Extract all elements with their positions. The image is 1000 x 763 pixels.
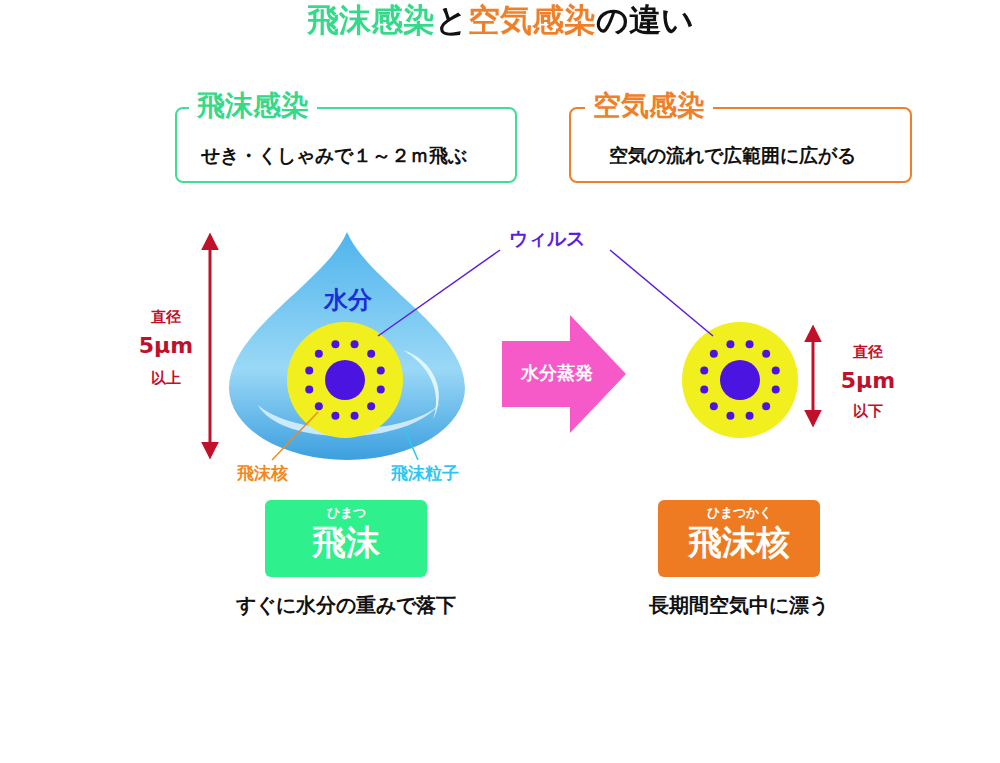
drop-outline xyxy=(228,230,468,462)
virus-dot xyxy=(700,366,708,374)
virus-dot xyxy=(315,350,323,358)
virus-dot xyxy=(305,386,313,394)
virus-label: ウィルス xyxy=(509,227,585,250)
virus-dot xyxy=(351,340,359,348)
node-text: 水分蒸発 xyxy=(502,362,612,384)
droplet-highlight xyxy=(403,350,439,420)
virus-dot xyxy=(331,412,339,420)
term-box: ひまつかく飛沫核 xyxy=(658,500,820,577)
virus-dot xyxy=(305,366,313,374)
leader-line xyxy=(404,428,418,460)
dimension-label: 直径 xyxy=(853,343,883,361)
leader-line xyxy=(610,250,713,336)
dimension-value: 5μm xyxy=(139,333,193,359)
dimension-arrow xyxy=(812,328,815,424)
nucleus-circle xyxy=(287,322,403,438)
description-text: すぐに水分の重みで落下 xyxy=(236,593,456,617)
virus-particle xyxy=(287,322,403,438)
node-heading: 飛沫感染 xyxy=(189,89,317,123)
infection-type-box: 飛沫感染せき・くしゃみで１～２ｍ飛ぶ xyxy=(175,107,517,183)
node-heading: 空気感染 xyxy=(585,89,713,123)
nucleus-circle xyxy=(682,322,798,438)
description-text: 長期間空気中に漂う xyxy=(649,593,829,617)
node-text: 飛沫核 xyxy=(658,522,820,563)
virus-dot xyxy=(772,366,780,374)
node-text: 飛沫 xyxy=(265,522,427,563)
virus-dot xyxy=(726,340,734,348)
node-text: せき・くしゃみで１～２ｍ飛ぶ xyxy=(201,144,467,167)
dimension-arrow xyxy=(209,236,212,456)
arrow-body xyxy=(502,315,626,433)
virus-dot xyxy=(772,386,780,394)
virus-dot xyxy=(367,402,375,410)
virus-dot xyxy=(762,350,770,358)
virus-dot xyxy=(746,340,754,348)
virus-dot xyxy=(700,386,708,394)
droplet-shape: 水分 xyxy=(228,230,468,462)
process-arrow: 水分蒸発 xyxy=(500,313,628,435)
virus-dot xyxy=(315,402,323,410)
diagram-title: 飛沫感染と空気感染の違い xyxy=(307,1,694,39)
virus-core xyxy=(720,360,760,400)
term-box: ひまつ飛沫 xyxy=(265,500,427,577)
virus-dot xyxy=(746,412,754,420)
dimension-label: 直径 xyxy=(151,308,181,326)
virus-dot xyxy=(762,402,770,410)
leader-line xyxy=(272,412,318,460)
part-label: 飛沫粒子 xyxy=(391,463,459,483)
node-heading: ひまつ xyxy=(265,505,427,521)
dimension-value: 5μm xyxy=(841,368,895,394)
node-text: 水分 xyxy=(228,286,468,315)
virus-dot xyxy=(377,386,385,394)
node-text: 空気の流れで広範囲に広がる xyxy=(609,144,856,167)
virus-dot xyxy=(351,412,359,420)
infection-type-box: 空気感染空気の流れで広範囲に広がる xyxy=(569,107,912,183)
droplet-highlight xyxy=(258,400,443,436)
virus-dot xyxy=(331,340,339,348)
virus-dot xyxy=(710,350,718,358)
leader-line xyxy=(378,250,500,336)
dimension-label: 以上 xyxy=(151,369,181,387)
droplet-body xyxy=(229,232,465,460)
part-label: 飛沫核 xyxy=(237,463,288,483)
virus-dot xyxy=(367,350,375,358)
virus-dot xyxy=(710,402,718,410)
node-heading: ひまつかく xyxy=(658,505,820,521)
virus-dot xyxy=(726,412,734,420)
virus-particle xyxy=(682,322,798,438)
virus-core xyxy=(325,360,365,400)
virus-dot xyxy=(377,366,385,374)
dimension-label: 以下 xyxy=(853,402,883,420)
